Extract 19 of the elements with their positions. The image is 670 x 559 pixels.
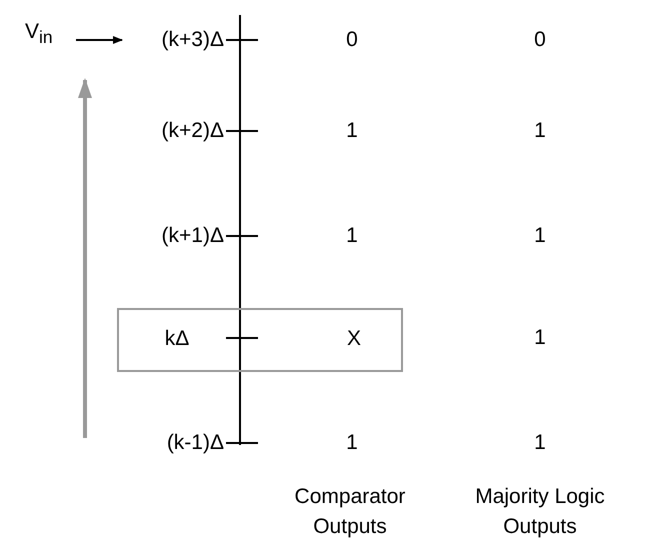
majority-output: 1 bbox=[534, 431, 546, 455]
comparator-output: 1 bbox=[346, 119, 358, 143]
highlight-box bbox=[117, 308, 403, 372]
comparator-output: 1 bbox=[346, 431, 358, 455]
level-label: kΔ bbox=[164, 327, 190, 351]
majority-output: 1 bbox=[534, 224, 546, 248]
majority-output: 1 bbox=[534, 119, 546, 143]
level-label: (k+2)Δ bbox=[162, 119, 224, 143]
comparator-output: X bbox=[347, 327, 361, 351]
column-heading: Majority Logic Outputs bbox=[474, 484, 606, 540]
comparator-output: 0 bbox=[346, 28, 358, 52]
level-label: (k+1)Δ bbox=[162, 224, 224, 248]
level-label: (k+3)Δ bbox=[162, 28, 224, 52]
column-heading: Comparator Outputs bbox=[294, 484, 406, 540]
level-label: (k-1)Δ bbox=[166, 431, 224, 455]
majority-output: 1 bbox=[534, 326, 546, 350]
comparator-output: 1 bbox=[346, 224, 358, 248]
input-voltage-label: V$_{in}$ bbox=[25, 20, 53, 50]
majority-output: 0 bbox=[534, 28, 546, 52]
